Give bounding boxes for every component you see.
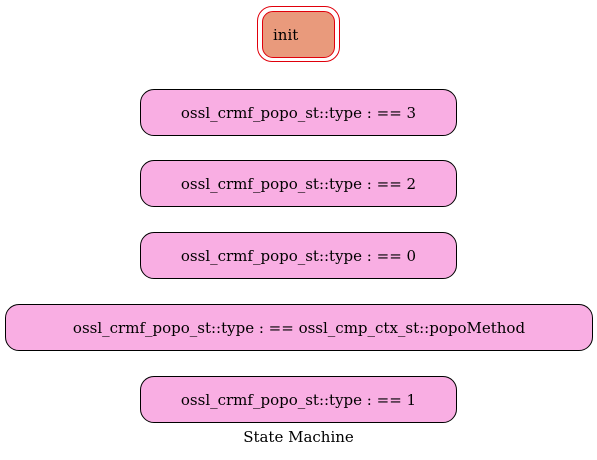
state-label: ossl_crmf_popo_st::type : == 0 (180, 246, 417, 265)
state-type-0: ossl_crmf_popo_st::type : == 0 (140, 232, 457, 279)
init-state-label: init (273, 25, 299, 44)
state-type-2: ossl_crmf_popo_st::type : == 2 (140, 160, 457, 207)
init-state-outer-border (257, 6, 340, 62)
state-label: ossl_crmf_popo_st::type : == ossl_cmp_ct… (72, 318, 526, 337)
state-type-popo-method: ossl_crmf_popo_st::type : == ossl_cmp_ct… (5, 304, 593, 351)
state-label: ossl_crmf_popo_st::type : == 3 (180, 103, 417, 122)
init-state: init (262, 11, 335, 58)
state-label: ossl_crmf_popo_st::type : == 1 (180, 390, 417, 409)
state-label: ossl_crmf_popo_st::type : == 2 (180, 174, 417, 193)
diagram-caption: State Machine (243, 428, 354, 446)
state-type-3: ossl_crmf_popo_st::type : == 3 (140, 89, 457, 136)
state-type-1: ossl_crmf_popo_st::type : == 1 (140, 376, 457, 423)
